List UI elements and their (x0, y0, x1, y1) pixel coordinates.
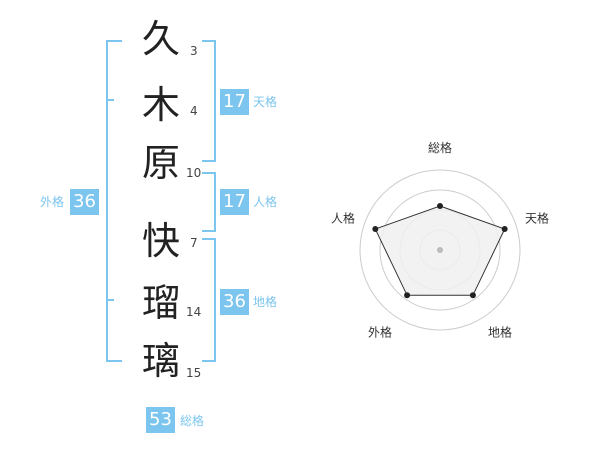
name-char-3: 原 (141, 141, 180, 185)
chikaku-label: 地格 (253, 295, 278, 309)
name-char-2: 木 (141, 83, 180, 127)
jinkaku-value: 17 (220, 189, 249, 215)
jinkaku-bracket (202, 172, 216, 232)
tenkaku-value: 17 (220, 89, 249, 115)
gaikaku-tick-upper (106, 99, 114, 101)
gaikaku-label: 外格 (40, 195, 65, 209)
radar-axis-label-3: 地格 (488, 325, 512, 340)
stroke-count-3: 10 (186, 166, 202, 180)
stroke-count-4: 7 (190, 236, 198, 250)
soukaku-value: 53 (146, 407, 175, 433)
radar-center-dot (437, 247, 443, 253)
radar-point-5 (372, 225, 379, 232)
tenkaku-bracket (202, 40, 216, 162)
gaikaku-value: 36 (70, 189, 99, 215)
radar-axis-label-2: 天格 (525, 210, 549, 225)
radar-axis-label-4: 外格 (368, 325, 392, 340)
radar-axis-label-1: 総格 (428, 140, 452, 155)
radar-ring-4 (359, 169, 521, 331)
radar-axis-label-5: 人格 (331, 210, 355, 225)
radar-point-2 (501, 225, 508, 232)
name-char-5: 瑠 (141, 281, 180, 325)
chikaku-bracket (202, 238, 216, 362)
stroke-count-2: 4 (190, 104, 198, 118)
name-char-1: 久 (141, 17, 180, 61)
radar-ring-3 (379, 189, 501, 311)
soukaku-label: 総格 (180, 414, 205, 428)
gaikaku-tick-lower (106, 299, 114, 301)
chikaku-value: 36 (220, 289, 249, 315)
name-char-4: 快 (141, 219, 180, 263)
jinkaku-label: 人格 (253, 195, 278, 209)
gaikaku-bracket (106, 40, 122, 362)
name-char-6: 璃 (141, 339, 180, 383)
radar-point-4 (404, 292, 411, 299)
stroke-count-1: 3 (190, 44, 198, 58)
radar-point-1 (437, 203, 443, 209)
tenkaku-label: 天格 (253, 95, 278, 109)
radar-point-3 (469, 292, 476, 299)
stroke-count-6: 15 (186, 366, 202, 380)
stroke-count-5: 14 (186, 305, 202, 319)
